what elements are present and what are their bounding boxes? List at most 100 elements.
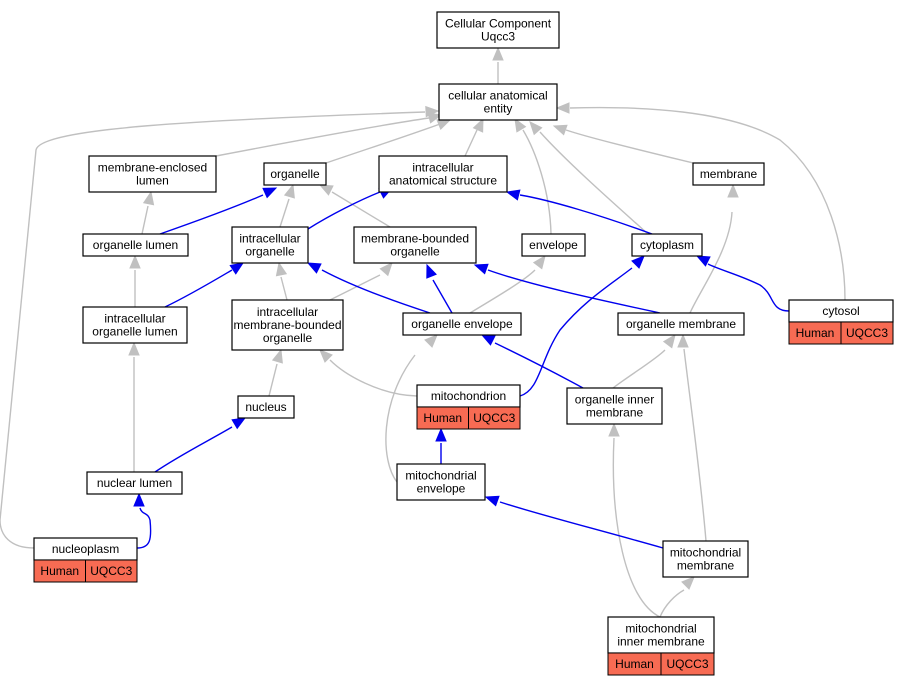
node-label: mitochondrion: [431, 389, 506, 403]
edge-oenv-to-iorg: [306, 262, 431, 314]
arrow-head-icon: [283, 183, 295, 199]
arrow-head-icon: [473, 263, 489, 275]
node-label: membrane: [677, 559, 735, 573]
node-olumen[interactable]: organelle lumen: [82, 233, 189, 257]
arrow-head-icon: [275, 261, 288, 277]
node-label: organelle: [263, 331, 313, 345]
arrow-head-icon: [608, 422, 620, 437]
node-label: envelope: [417, 482, 466, 496]
arrow-head-icon: [484, 495, 500, 507]
node-label: organelle membrane: [626, 317, 736, 331]
edge-line: [325, 123, 441, 164]
edge-cytosol-to-cytoplasm: [695, 255, 790, 312]
arrow-head-icon: [492, 46, 504, 61]
edge-cytoplasm-to-cae: [529, 121, 649, 235]
node-nucleus[interactable]: nucleus: [237, 395, 295, 419]
edge-olumen-to-mel: [141, 190, 155, 235]
node-label: organelle: [270, 167, 320, 181]
annotation-species: Human: [615, 657, 654, 671]
node-label: membrane-bounded: [233, 318, 341, 332]
arrow-head-icon: [505, 189, 521, 201]
node-box: [631, 233, 703, 257]
arrow-head-icon: [472, 117, 484, 133]
edge-line: [154, 426, 233, 473]
node-box: [617, 312, 745, 336]
node-box: [521, 233, 586, 257]
arrow-head-icon: [529, 121, 543, 136]
node-label: Cellular Component: [445, 17, 552, 31]
arrow-head-icon: [695, 255, 711, 267]
node-label: organelle envelope: [411, 317, 513, 331]
annotation-gene-cell: [840, 321, 894, 345]
edge-nucleus-to-imbo: [268, 348, 283, 397]
edge-line: [268, 363, 278, 397]
edge-line: [519, 194, 653, 235]
edge-mim-to-mmem: [659, 576, 695, 618]
node-membrane[interactable]: membrane: [692, 162, 765, 186]
node-box: [396, 463, 486, 501]
arrow-head-icon: [318, 184, 334, 196]
node-label: nucleus: [245, 400, 286, 414]
node-label: mitochondrial: [405, 469, 476, 483]
node-label: intracellular: [104, 312, 165, 326]
edges: [0, 46, 846, 618]
node-omem[interactable]: organelle membrane: [617, 312, 745, 336]
annotation-species: Human: [796, 326, 835, 340]
annotation-gene: UQCC3: [473, 411, 515, 425]
arrow-head-icon: [306, 262, 322, 274]
node-label: membrane: [586, 406, 644, 420]
edge-line: [329, 359, 418, 397]
node-label: entity: [484, 102, 513, 116]
arrow-head-icon: [133, 492, 145, 507]
edge-line: [612, 349, 666, 389]
node-box: [438, 83, 558, 121]
node-label: mitochondrial: [625, 622, 696, 636]
edge-cytoplasm-to-ias: [505, 189, 653, 235]
edge-iorg-to-organelle: [279, 183, 295, 228]
annotation-gene: UQCC3: [90, 564, 132, 578]
edge-imbo-to-mbo: [329, 262, 393, 301]
node-organelle[interactable]: organelle: [263, 162, 327, 186]
edge-line: [469, 269, 536, 314]
node-oenv[interactable]: organelle envelope: [402, 312, 522, 336]
node-nlumen[interactable]: nuclear lumen: [86, 471, 183, 495]
edge-line: [464, 129, 478, 157]
node-cytoplasm[interactable]: cytoplasm: [631, 233, 703, 257]
node-label: cellular anatomical: [448, 89, 547, 103]
edge-membrane-to-cae: [552, 124, 694, 164]
arrow-head-icon: [424, 334, 438, 348]
edge-line: [385, 354, 416, 483]
edge-line: [215, 117, 430, 157]
edge-cae-to-root: [492, 46, 504, 84]
node-box: [231, 226, 309, 264]
node-box: [231, 299, 344, 351]
edge-line: [280, 276, 288, 301]
edge-nplasm-to-nlumen: [133, 492, 152, 549]
node-box: [263, 162, 327, 186]
node-label: membrane: [700, 167, 758, 181]
node-box: [402, 312, 522, 336]
arrow-head-icon: [435, 427, 447, 442]
node-envelope[interactable]: envelope: [521, 233, 586, 257]
arrow-head-icon: [142, 190, 155, 206]
node-label: membrane-enclosed: [98, 161, 207, 175]
edge-mel-to-cae: [215, 112, 443, 157]
arrow-head-icon: [480, 334, 496, 346]
edge-line: [612, 437, 661, 618]
